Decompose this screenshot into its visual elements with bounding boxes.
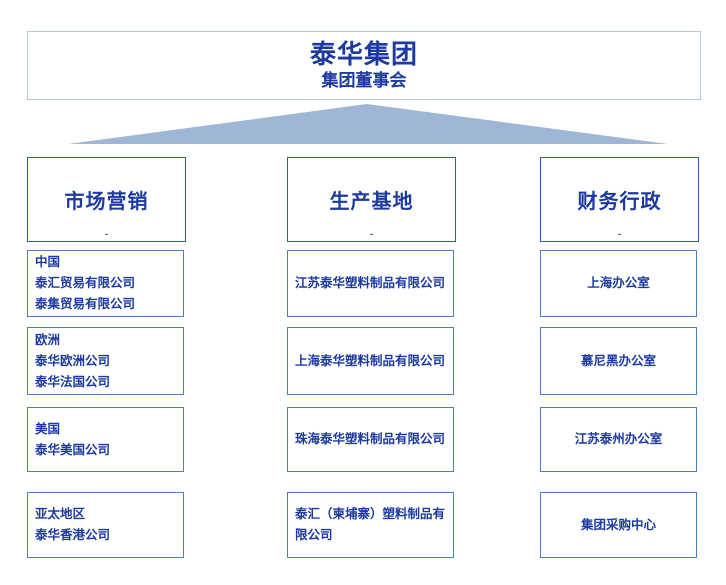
box-usa-company: 美国 泰华美国公司 (27, 407, 184, 472)
org-line: 江苏泰华塑料制品有限公司 (295, 276, 446, 290)
org-line: 泰集贸易有限公司 (35, 297, 136, 311)
roof-triangle-shape (68, 104, 668, 144)
org-line: 泰汇（柬埔寨）塑料制品有限公司 (295, 507, 446, 542)
column-header-label: 市场营销 (64, 191, 149, 213)
column-header-marketing: 市场营销 - (27, 157, 186, 242)
org-line: 上海办公室 (587, 276, 650, 290)
org-line: 上海泰华塑料制品有限公司 (295, 353, 446, 368)
org-line: 泰汇贸易有限公司 (35, 276, 136, 290)
org-line: 慕尼黑办公室 (580, 353, 656, 368)
box-europe-companies: 欧洲 泰华欧洲公司 泰华法国公司 (27, 327, 184, 395)
box-jiangsu-plastics: 江苏泰华塑料制品有限公司 (287, 250, 454, 317)
box-china-companies: 中国 泰汇贸易有限公司 泰集贸易有限公司 (27, 250, 184, 317)
org-line: 泰华美国公司 (35, 442, 111, 457)
org-line: 泰华欧洲公司 (35, 353, 111, 368)
org-line: 泰华香港公司 (35, 528, 111, 542)
header-dash-mark: - (618, 229, 621, 239)
group-subtitle: 集团董事会 (321, 71, 407, 90)
group-root-box: 泰华集团 集团董事会 (27, 31, 701, 100)
column-header-production: 生产基地 - (287, 157, 456, 242)
org-line: 美国 (35, 421, 61, 436)
org-line: 珠海泰华塑料制品有限公司 (295, 432, 446, 446)
box-shanghai-office: 上海办公室 (540, 250, 697, 317)
box-cambodia-plastics: 泰汇（柬埔寨）塑料制品有限公司 (287, 492, 454, 558)
org-line: 江苏泰州办公室 (574, 432, 663, 446)
org-line: 泰华法国公司 (35, 374, 111, 389)
header-dash-mark: - (370, 229, 373, 239)
box-shanghai-plastics: 上海泰华塑料制品有限公司 (287, 327, 454, 395)
column-header-label: 财务行政 (577, 191, 662, 213)
box-procurement-center: 集团采购中心 (540, 492, 697, 558)
org-line: 中国 (35, 255, 61, 269)
org-line: 亚太地区 (35, 507, 86, 521)
box-taizhou-office: 江苏泰州办公室 (540, 407, 697, 472)
box-zhuhai-plastics: 珠海泰华塑料制品有限公司 (287, 407, 454, 472)
org-line: 欧洲 (35, 332, 61, 347)
box-apac-company: 亚太地区 泰华香港公司 (27, 492, 184, 558)
group-title: 泰华集团 (309, 39, 418, 69)
column-header-finance-admin: 财务行政 - (540, 157, 699, 242)
header-dash-mark: - (105, 229, 108, 239)
org-line: 集团采购中心 (580, 517, 656, 532)
column-header-label: 生产基地 (329, 191, 414, 213)
box-munich-office: 慕尼黑办公室 (540, 327, 697, 395)
